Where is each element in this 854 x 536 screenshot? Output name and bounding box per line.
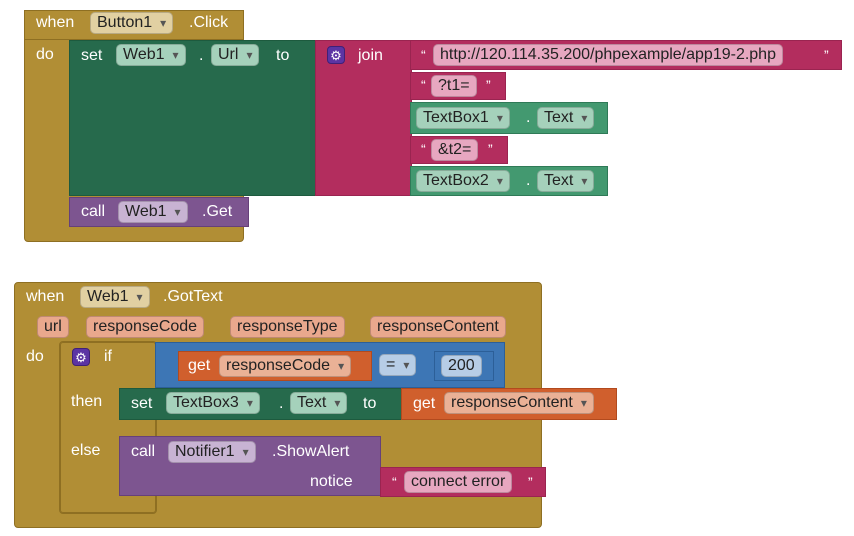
close-quote-icon: ”	[528, 474, 533, 490]
open-quote-icon: “	[421, 47, 426, 63]
do-label: do	[36, 46, 54, 63]
when-label: when	[36, 14, 75, 31]
join-label: join	[358, 47, 383, 64]
do-label: do	[26, 348, 44, 365]
set-web1-url-block[interactable]	[69, 40, 317, 196]
web1-component-dropdown[interactable]: Web1	[116, 44, 186, 66]
web1-call-component-dropdown[interactable]: Web1	[118, 201, 188, 223]
get-label: get	[188, 357, 211, 374]
to-label: to	[276, 47, 290, 64]
notifier1-component-dropdown[interactable]: Notifier1	[168, 441, 256, 463]
set-label: set	[81, 47, 103, 64]
mutator-gear-icon[interactable]: ⚙	[72, 348, 90, 366]
notice-label: notice	[310, 473, 353, 490]
t2-string-field[interactable]: &t2=	[431, 139, 479, 161]
number-200-field[interactable]: 200	[441, 355, 482, 377]
set-textbox3-text-block[interactable]	[119, 388, 403, 420]
call-notifier1-showalert-block[interactable]	[119, 436, 381, 496]
param-url[interactable]: url	[37, 316, 69, 338]
url-string-field[interactable]: http://120.114.35.200/phpexample/app19-2…	[433, 44, 783, 66]
dot-label: .	[199, 47, 204, 64]
text-property-dropdown[interactable]: Text	[537, 107, 595, 129]
event-name-label: .Click	[189, 14, 229, 31]
dot-label: .	[279, 395, 284, 412]
get-label: get	[413, 395, 436, 412]
param-responsetype[interactable]: responseType	[230, 316, 345, 338]
responsecode-var-dropdown[interactable]: responseCode	[219, 355, 352, 377]
connect-error-string-field[interactable]: connect error	[404, 471, 513, 493]
open-quote-icon: “	[392, 474, 397, 490]
else-label: else	[71, 442, 101, 459]
get-method-label: .Get	[202, 203, 233, 220]
then-label: then	[71, 393, 103, 410]
showalert-method-label: .ShowAlert	[272, 443, 350, 460]
mutator-gear-icon[interactable]: ⚙	[327, 46, 345, 64]
close-quote-icon: ”	[488, 141, 493, 157]
textbox3-component-dropdown[interactable]: TextBox3	[166, 392, 260, 414]
call-label: call	[81, 203, 106, 220]
dot-label: .	[526, 172, 531, 189]
textbox2-component-dropdown[interactable]: TextBox2	[416, 170, 510, 192]
text-property-dropdown[interactable]: Text	[290, 392, 348, 414]
text-property-dropdown[interactable]: Text	[537, 170, 595, 192]
close-quote-icon: ”	[824, 47, 829, 63]
when-label: when	[26, 288, 65, 305]
call-label: call	[131, 443, 156, 460]
set-label: set	[131, 395, 153, 412]
dot-label: .	[526, 109, 531, 126]
t1-string-field[interactable]: ?t1=	[431, 75, 477, 97]
if-label: if	[104, 348, 112, 365]
open-quote-icon: “	[421, 141, 426, 157]
operator-dropdown[interactable]: =	[379, 354, 417, 376]
open-quote-icon: “	[421, 77, 426, 93]
param-responsecode[interactable]: responseCode	[86, 316, 205, 338]
url-property-dropdown[interactable]: Url	[211, 44, 260, 66]
textbox1-component-dropdown[interactable]: TextBox1	[416, 107, 510, 129]
close-quote-icon: ”	[486, 77, 491, 93]
responsecontent-var-dropdown[interactable]: responseContent	[444, 392, 594, 414]
event-name-label: .GotText	[163, 288, 223, 305]
web1-component-dropdown[interactable]: Web1	[80, 286, 150, 308]
to-label: to	[363, 395, 377, 412]
param-responsecontent[interactable]: responseContent	[370, 316, 506, 338]
component-dropdown-button1[interactable]: Button1	[90, 12, 174, 34]
